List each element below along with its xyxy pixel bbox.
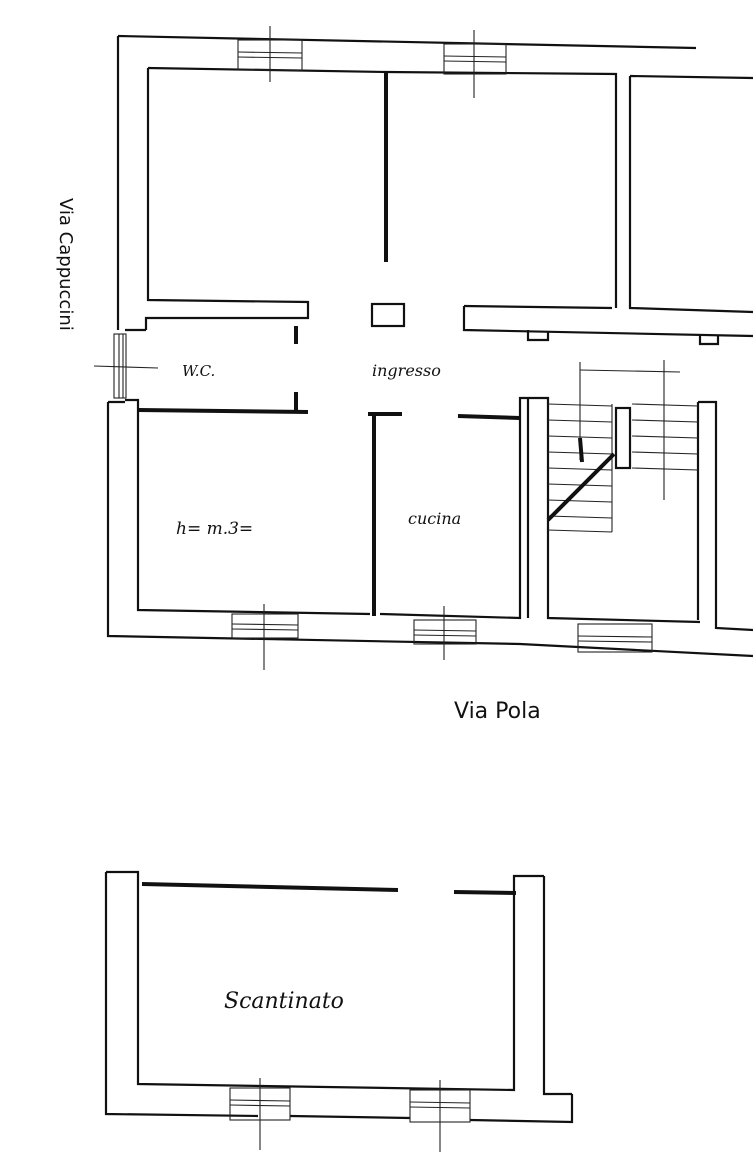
window-bottom-1	[231, 604, 299, 670]
basement-plan: Scantinato	[104, 870, 574, 1152]
basement-partitions	[141, 882, 517, 895]
basement-walls	[104, 870, 574, 1124]
window-bottom-3	[577, 623, 653, 653]
height-note-label: h= m.3=	[176, 519, 253, 539]
exterior-walls	[106, 34, 753, 658]
basement-window-2	[409, 1080, 471, 1152]
staircase	[546, 360, 699, 533]
interior-partitions	[137, 72, 521, 616]
window-top-2	[443, 30, 507, 98]
window-top-1	[237, 26, 303, 82]
ingresso-label: ingresso	[372, 361, 441, 380]
window-west	[93, 333, 159, 399]
room-labels: W.C. ingresso h= m.3= cucina	[176, 361, 461, 539]
basement-windows	[229, 1078, 471, 1152]
basement-window-1	[229, 1078, 291, 1150]
upper-floor-plan: W.C. ingresso h= m.3= cucina Via Cappucc…	[55, 26, 753, 724]
scantinato-label: Scantinato	[224, 989, 344, 1014]
street-label-west: Via Cappuccini	[55, 198, 76, 331]
windows	[93, 26, 653, 670]
column-pillar	[370, 302, 406, 328]
cucina-label: cucina	[408, 509, 461, 528]
wc-label: W.C.	[182, 362, 215, 380]
window-bottom-2	[413, 606, 477, 660]
street-label-south: Via Pola	[454, 699, 541, 724]
